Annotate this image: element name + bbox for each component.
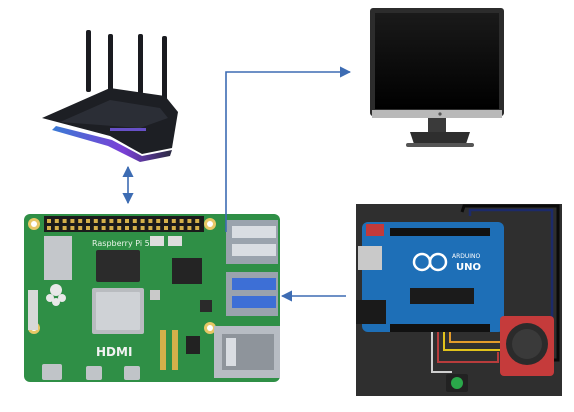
gpio-pin (156, 226, 161, 230)
arduino-circuit-panel: ARDUINO UNO (356, 204, 562, 396)
gpio-pin (148, 219, 153, 223)
gpio-pin (125, 226, 129, 230)
gpio-pin (70, 226, 75, 230)
gpio-pin (195, 226, 200, 230)
ethernet-port (214, 326, 280, 378)
arduino-model-label: UNO (456, 262, 481, 273)
gpio-pin (164, 226, 168, 230)
raspberry-pi-board: Raspberry Pi 5 HDMI (24, 214, 280, 382)
gpio-header (44, 216, 204, 232)
push-button (446, 374, 468, 392)
gpio-pin (179, 226, 184, 230)
gpio-pin (179, 219, 184, 223)
monitor-icon (370, 8, 504, 147)
gpio-pin (62, 226, 67, 230)
gpio-pin (171, 226, 176, 230)
gpio-pin (86, 226, 90, 230)
gpio-pin (86, 219, 90, 223)
micro-hdmi-port-0 (86, 366, 102, 380)
camera-connector (44, 236, 72, 280)
gpio-pin (117, 219, 122, 223)
usb3-port-stack (226, 272, 278, 316)
gpio-pin (117, 226, 122, 230)
gpio-pin (109, 219, 114, 223)
arduino-uno-board: ARDUINO UNO (356, 222, 504, 332)
gpio-pin (195, 219, 200, 223)
gpio-pin (62, 219, 67, 223)
rp1-chip (172, 258, 202, 284)
gpio-pin (187, 226, 192, 230)
wifi-router-icon (42, 30, 178, 162)
gpio-pin (78, 226, 83, 230)
ram-chip (96, 250, 140, 282)
micro-hdmi-port-1 (124, 366, 140, 380)
gpio-pin (78, 219, 83, 223)
raspberry-logo-icon (46, 284, 66, 306)
gpio-pin (101, 219, 106, 223)
hdmi-label: HDMI (96, 345, 132, 359)
arduino-logo-text: ARDUINO (452, 253, 481, 260)
gpio-pin (93, 226, 98, 230)
gpio-pin (140, 219, 145, 223)
gpio-pin (54, 219, 59, 223)
gpio-pin (187, 219, 192, 223)
pi-monitor-arrow (225, 66, 352, 232)
gpio-pin (70, 219, 75, 223)
usb-port-stack-top (226, 220, 278, 264)
gpio-pin (47, 219, 51, 223)
gpio-pin (171, 219, 176, 223)
gpio-pin (164, 219, 168, 223)
gpio-pin (93, 219, 98, 223)
gpio-pin (47, 226, 51, 230)
usb-c-power-port (42, 364, 62, 380)
board-brand-label: Raspberry Pi 5 (92, 239, 150, 248)
joystick-module (500, 316, 554, 376)
gpio-pin (148, 226, 153, 230)
gpio-pin (132, 226, 137, 230)
gpio-pin (125, 219, 129, 223)
connector-arrows (122, 66, 352, 302)
gpio-pin (140, 226, 145, 230)
gpio-pin (54, 226, 59, 230)
gpio-pin (156, 219, 161, 223)
gpio-pin (101, 226, 106, 230)
gpio-pin (109, 226, 114, 230)
gpio-pin (132, 219, 137, 223)
